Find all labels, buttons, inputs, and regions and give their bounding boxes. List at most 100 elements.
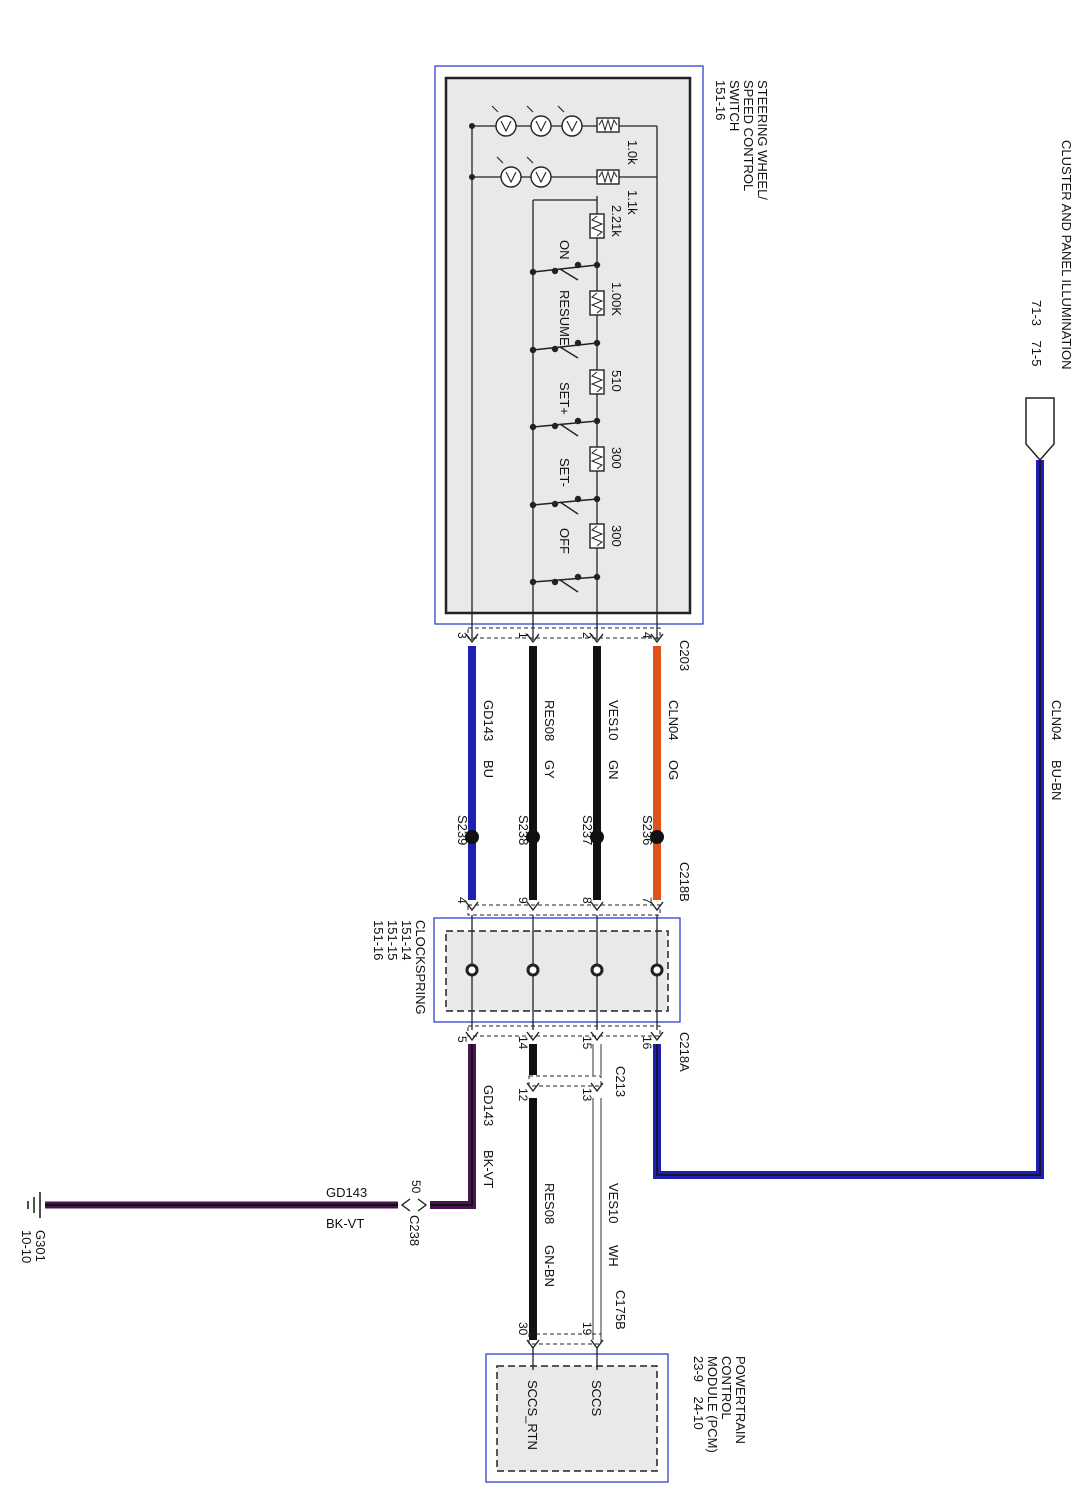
switch-outer-frame xyxy=(434,65,704,625)
wire-cln04-bubn xyxy=(653,460,1044,1179)
c238-label: C238 xyxy=(407,1215,422,1246)
connector-c203: 3 1 2 4 C203 xyxy=(455,627,692,671)
connector-c238: 50 C238 xyxy=(400,1180,428,1246)
c238-pin: 50 xyxy=(409,1180,423,1194)
c218a-pin-16: 16 xyxy=(640,1036,654,1050)
pcm-title-line-2: CONTROL xyxy=(719,1356,734,1420)
wire-label-ves10: VES10 xyxy=(606,700,621,740)
c218a-pin-15: 15 xyxy=(580,1036,594,1050)
resistor-1k1-icon xyxy=(596,169,620,185)
wire-label-ves10-lower: VES10 xyxy=(606,1183,621,1223)
splice-s236: S236 xyxy=(640,815,655,845)
c175b-pin-19: 19 xyxy=(580,1322,594,1336)
wire-label-bu: BU xyxy=(481,760,496,778)
splice-s237: S237 xyxy=(580,815,595,845)
switch-label-set-minus: SET- xyxy=(557,458,572,487)
switch-title-line-1: STEERING WHEEL/ xyxy=(755,80,770,200)
wire-label-res08: RES08 xyxy=(542,700,557,741)
c203-pin-2: 2 xyxy=(580,632,594,639)
c213-pin-12: 12 xyxy=(516,1088,530,1102)
resistor-label-3: 2.21k xyxy=(609,205,624,237)
lower-wire-labels: GD143 BK-VT RES08 GN-BN VES10 WH CLN04 B… xyxy=(326,700,1064,1287)
connector-c175b: 30 19 C175B xyxy=(516,1290,628,1350)
splice-dots xyxy=(465,830,664,844)
c218a-label: C218A xyxy=(677,1032,692,1072)
pcm-sccs: SCCS xyxy=(589,1380,604,1416)
pcm-title: POWERTRAIN CONTROL MODULE (PCM) 23-9 24-… xyxy=(691,1356,748,1453)
wire-label-gy: GY xyxy=(542,760,557,779)
resistor-label-1: 1.0k xyxy=(625,140,640,165)
connector-c213: 12 13 C213 xyxy=(516,1066,628,1102)
switch-body xyxy=(444,76,692,615)
resistor-label-6: 300 xyxy=(609,447,624,469)
pcm-module: SCCS_RTN SCCS xyxy=(485,1348,669,1483)
c218b-pin-4: 4 xyxy=(455,897,469,904)
c218a-pin-5: 5 xyxy=(455,1036,469,1043)
cluster-refs: 71-3 71-5 xyxy=(1029,300,1044,367)
c203-label: C203 xyxy=(677,640,692,671)
resistor-label-5: 510 xyxy=(609,370,624,392)
resistor-label-7: 300 xyxy=(609,525,624,547)
clockspring-terminal-icon xyxy=(465,963,664,977)
cluster-connector-icon xyxy=(1025,397,1055,462)
switch-ref: 151-16 xyxy=(713,80,728,120)
splice-s239: S239 xyxy=(455,815,470,845)
upper-wires xyxy=(465,646,664,900)
clockspring-ref-1: 151-14 xyxy=(399,920,414,960)
wire-label-cln04-right: CLN04 xyxy=(1049,700,1064,740)
pcm-title-line-1: POWERTRAIN xyxy=(733,1356,748,1444)
c218a-pin-14: 14 xyxy=(516,1036,530,1050)
c218b-pin-9: 9 xyxy=(516,897,530,904)
wire-label-gnbn: GN-BN xyxy=(542,1245,557,1287)
switch-title-line-2: SPEED CONTROL xyxy=(741,80,756,191)
c218b-label: C218B xyxy=(677,862,692,902)
cluster-label: CLUSTER AND PANEL ILLUMINATION 71-3 71-5 xyxy=(1029,140,1074,369)
pcm-sccs-rtn: SCCS_RTN xyxy=(525,1380,540,1450)
splice-labels: S239 S238 S237 S236 xyxy=(455,815,655,845)
wire-label-gd143-lower: GD143 xyxy=(481,1085,496,1126)
c218b-pin-8: 8 xyxy=(580,897,594,904)
resistor-labels: 1.0k 1.1k 2.21k 1.00K 510 300 300 xyxy=(609,140,640,547)
connector-c218a: 5 14 15 16 C218A xyxy=(455,1025,692,1072)
c203-pin-4: 4 xyxy=(640,632,654,639)
c213-pin-13: 13 xyxy=(580,1088,594,1102)
resistor-ladder-icon xyxy=(589,213,605,549)
cluster-title: CLUSTER AND PANEL ILLUMINATION xyxy=(1059,140,1074,369)
clockspring-ref-3: 151-16 xyxy=(371,920,386,960)
wire-label-res08-lower: RES08 xyxy=(542,1183,557,1224)
steering-switch-module xyxy=(434,65,704,640)
pcm-title-line-3: MODULE (PCM) xyxy=(705,1356,720,1453)
pcm-refs: 23-9 24-10 xyxy=(691,1356,706,1430)
switch-title-line-3: SWITCH xyxy=(727,80,742,131)
splice-s238: S238 xyxy=(516,815,531,845)
switch-title: STEERING WHEEL/ SPEED CONTROL SWITCH 151… xyxy=(713,80,770,200)
wire-label-gd143-horizontal: GD143 xyxy=(326,1185,367,1200)
ground-name: G301 xyxy=(33,1230,48,1262)
c218b-pin-7: 7 xyxy=(640,897,654,904)
clockspring-module xyxy=(433,915,681,1030)
connector-c218b: 4 9 8 7 C218B xyxy=(455,862,692,916)
wire-label-og: OG xyxy=(666,760,681,780)
c175b-label: C175B xyxy=(613,1290,628,1330)
ground-icon xyxy=(27,1192,41,1218)
c175b-pin-30: 30 xyxy=(516,1322,530,1336)
lower-wires xyxy=(45,460,1044,1340)
wire-gd143-bkvt xyxy=(430,1044,476,1209)
wire-label-gn: GN xyxy=(606,760,621,780)
wire-label-bkvt-lower: BK-VT xyxy=(481,1150,496,1188)
ground-ref: 10-10 xyxy=(19,1230,34,1263)
switch-label-resume: RESUME xyxy=(557,290,572,346)
switch-position-labels: ON RESUME SET+ SET- OFF xyxy=(557,240,572,554)
clockspring-ref-2: 151-15 xyxy=(385,920,400,960)
clockspring-label: CLOCKSPRING 151-14 151-15 151-16 xyxy=(371,920,428,1015)
wire-label-gd143: GD143 xyxy=(481,700,496,741)
resistor-label-4: 1.00K xyxy=(609,282,624,316)
wire-label-wh: WH xyxy=(606,1245,621,1267)
c203-pin-3: 3 xyxy=(455,632,469,639)
led-symbol-icon xyxy=(491,105,578,184)
switch-contacts xyxy=(529,261,601,593)
upper-wire-labels: GD143 BU RES08 GY VES10 GN CLN04 OG xyxy=(481,700,681,780)
switch-label-on: ON xyxy=(557,240,572,260)
